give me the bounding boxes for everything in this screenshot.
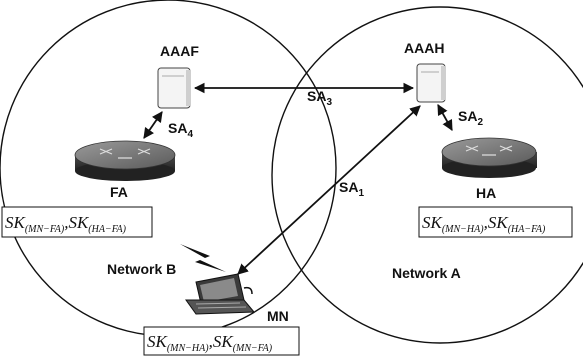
sa1-link	[237, 105, 421, 275]
fa-label: FA	[110, 184, 128, 200]
sa2-link	[437, 104, 453, 131]
aaah-label: AAAH	[404, 40, 444, 56]
aaaf-server-icon[interactable]	[157, 67, 191, 109]
ha-label: HA	[476, 185, 496, 201]
wireless-link-icon	[180, 244, 226, 272]
sa3-label: SA3	[307, 88, 332, 108]
fa-router-icon[interactable]	[74, 140, 176, 181]
fa-key-box	[1, 206, 153, 238]
network-a-circle	[271, 6, 583, 344]
network-a-label: Network A	[392, 265, 461, 281]
fa-key-text: SK(MN−FA),SK(HA−FA)	[5, 213, 127, 235]
sa4-link	[143, 111, 163, 139]
sa2-label: SA2	[458, 108, 483, 128]
ha-key-box	[418, 206, 573, 238]
mn-label: MN	[267, 308, 289, 324]
aaaf-label: AAAF	[160, 43, 199, 59]
mn-key-text: SK(MN−HA),SK(MN−FA)	[147, 332, 273, 354]
ha-router-icon[interactable]	[441, 137, 537, 178]
aaah-server-icon[interactable]	[416, 63, 446, 103]
mn-laptop-icon[interactable]	[185, 273, 256, 315]
mn-key-box	[143, 326, 300, 356]
sa4-label: SA4	[168, 120, 193, 140]
sa1-label: SA1	[339, 179, 364, 199]
network-b-label: Network B	[107, 261, 176, 277]
ha-key-text: SK(MN−HA),SK(HA−FA)	[422, 213, 546, 235]
